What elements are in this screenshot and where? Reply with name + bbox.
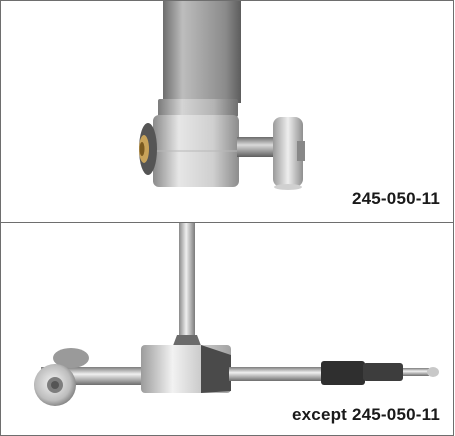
model-caption: 245-050-11 [351,189,440,208]
model-caption-exception: except 245-050-11 [291,405,440,424]
gauge-head-image [139,1,305,190]
product-panel-bottom: except 245-050-11 [0,222,454,436]
gauge-assembly-image [34,223,439,406]
product-panel-top: 245-050-11 [0,0,454,223]
